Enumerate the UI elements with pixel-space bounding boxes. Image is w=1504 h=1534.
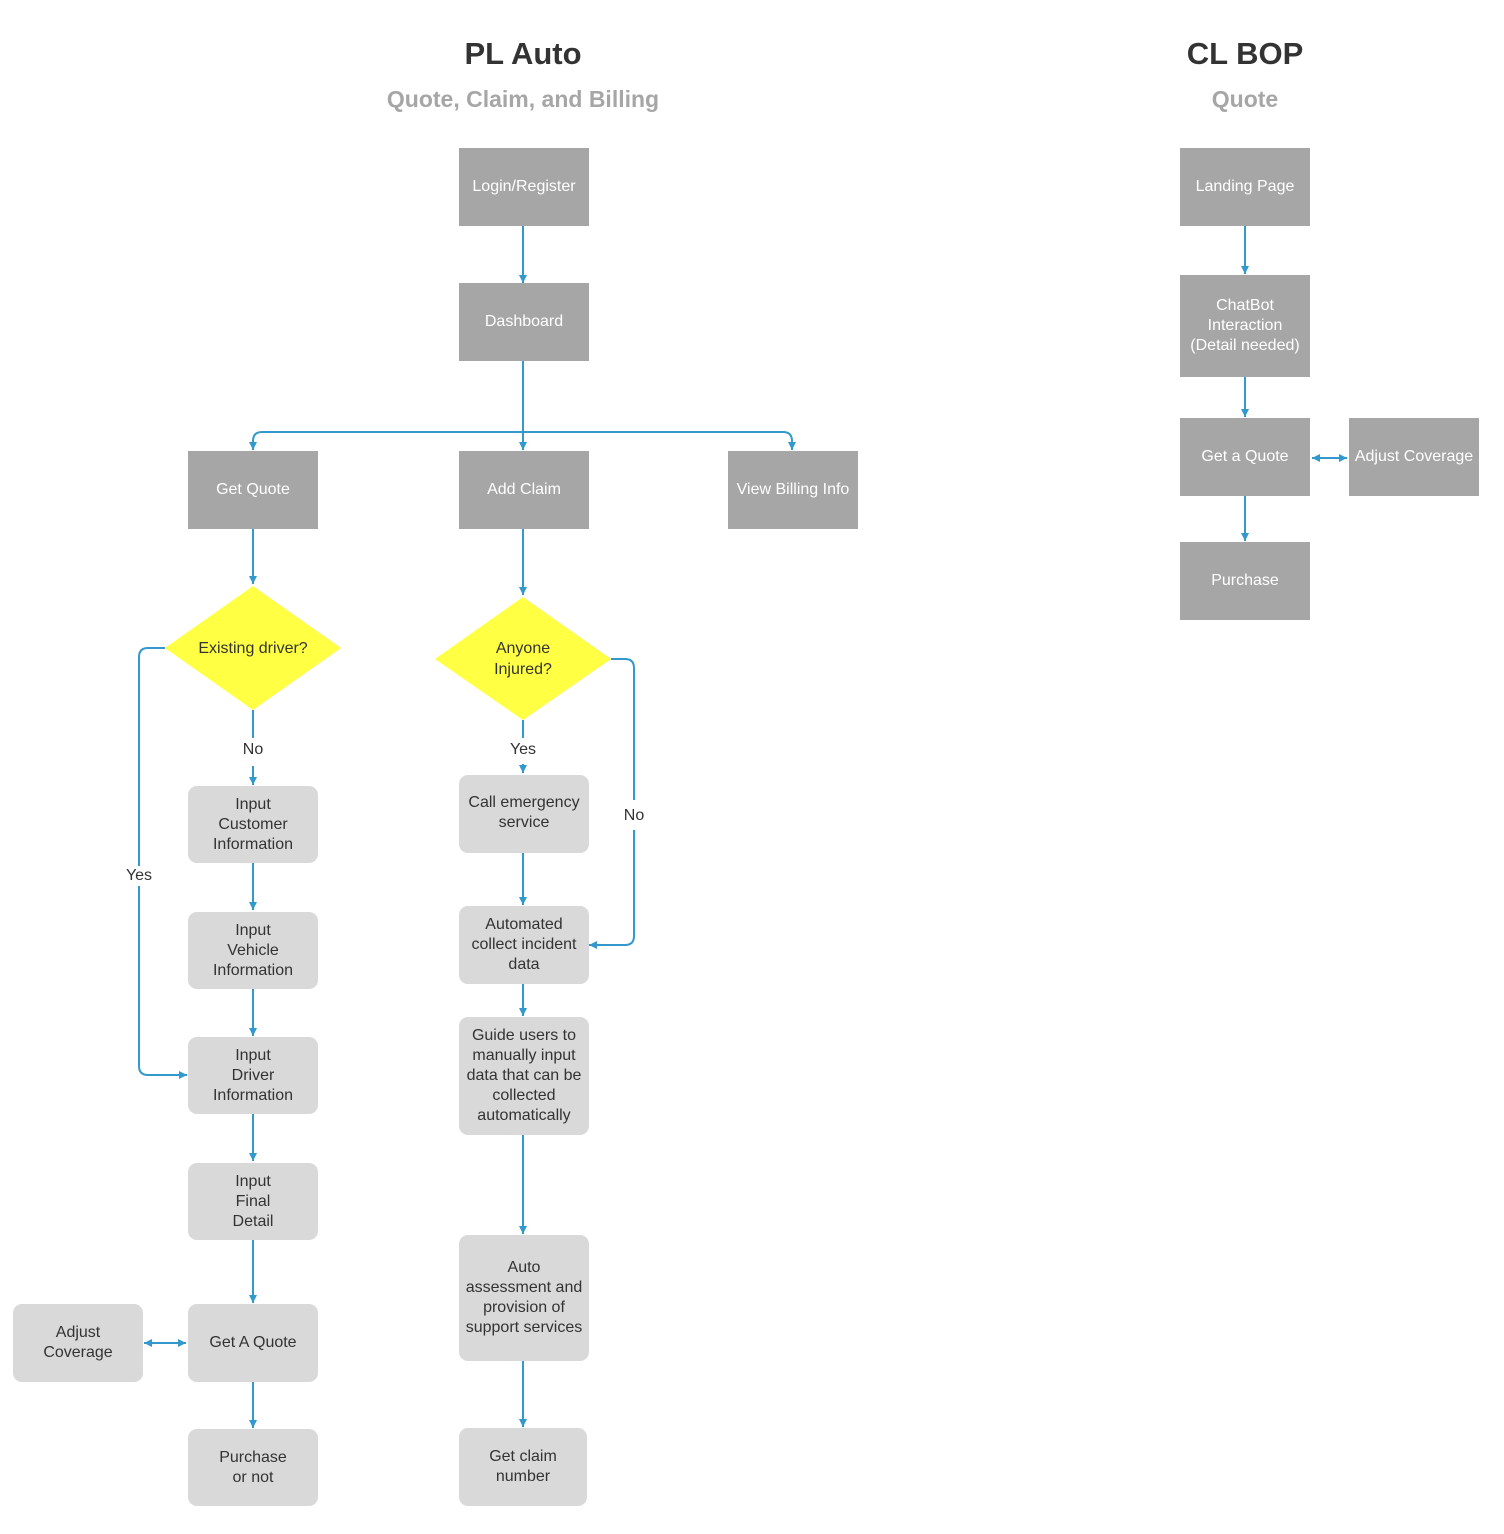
existing-driver-diamond	[165, 586, 341, 710]
automated-collect-box: Automated collect incident data	[459, 906, 589, 984]
edge-injured-no	[589, 658, 635, 945]
purchase-or-not-box: Purchase or not	[188, 1429, 318, 1506]
cl-bop-subtitle: Quote	[1211, 86, 1279, 112]
no-driver-label: No	[242, 741, 264, 758]
pl-auto-subtitle: Quote, Claim, and Billing	[386, 86, 660, 112]
view-billing-box: View Billing Info	[728, 451, 858, 529]
input-final-box: Input Final Detail	[188, 1163, 318, 1240]
get-claim-number-box: Get claim number	[459, 1428, 587, 1506]
cl-bop-title: CL BOP	[1186, 36, 1304, 71]
bop-get-a-quote-box: Get a Quote	[1180, 418, 1310, 496]
existing-driver-label: Existing driver?	[198, 639, 308, 657]
auto-assessment-box: Auto assessment and provision of support…	[459, 1235, 589, 1361]
dashboard-box: Dashboard	[459, 283, 589, 361]
input-vehicle-box: Input Vehicle Information	[188, 912, 318, 989]
pl-auto-title: PL Auto	[464, 36, 582, 71]
yes-driver-label: Yes	[125, 867, 153, 884]
add-claim-box: Add Claim	[459, 451, 589, 529]
landing-page-box: Landing Page	[1180, 148, 1310, 226]
no-injured-label: No	[623, 807, 645, 824]
bop-adjust-coverage-box: Adjust Coverage	[1349, 418, 1479, 496]
chatbot-interaction-box: ChatBot Interaction (Detail needed)	[1180, 275, 1310, 377]
get-a-quote-box: Get A Quote	[188, 1304, 318, 1382]
anyone-injured-diamond	[435, 597, 611, 720]
guide-users-box: Guide users to manually input data that …	[459, 1017, 589, 1135]
login-register-box: Login/Register	[459, 148, 589, 226]
input-driver-box: Input Driver Information	[188, 1037, 318, 1114]
input-customer-box: Input Customer Information	[188, 786, 318, 863]
anyone-injured-label: Anyone Injured?	[494, 640, 552, 678]
yes-injured-label: Yes	[509, 741, 537, 758]
edge-existing-yes	[138, 647, 187, 1075]
bop-purchase-box: Purchase	[1180, 542, 1310, 620]
adjust-coverage-box: Adjust Coverage	[13, 1304, 143, 1382]
get-quote-box: Get Quote	[188, 451, 318, 529]
call-emergency-box: Call emergency service	[459, 775, 589, 853]
